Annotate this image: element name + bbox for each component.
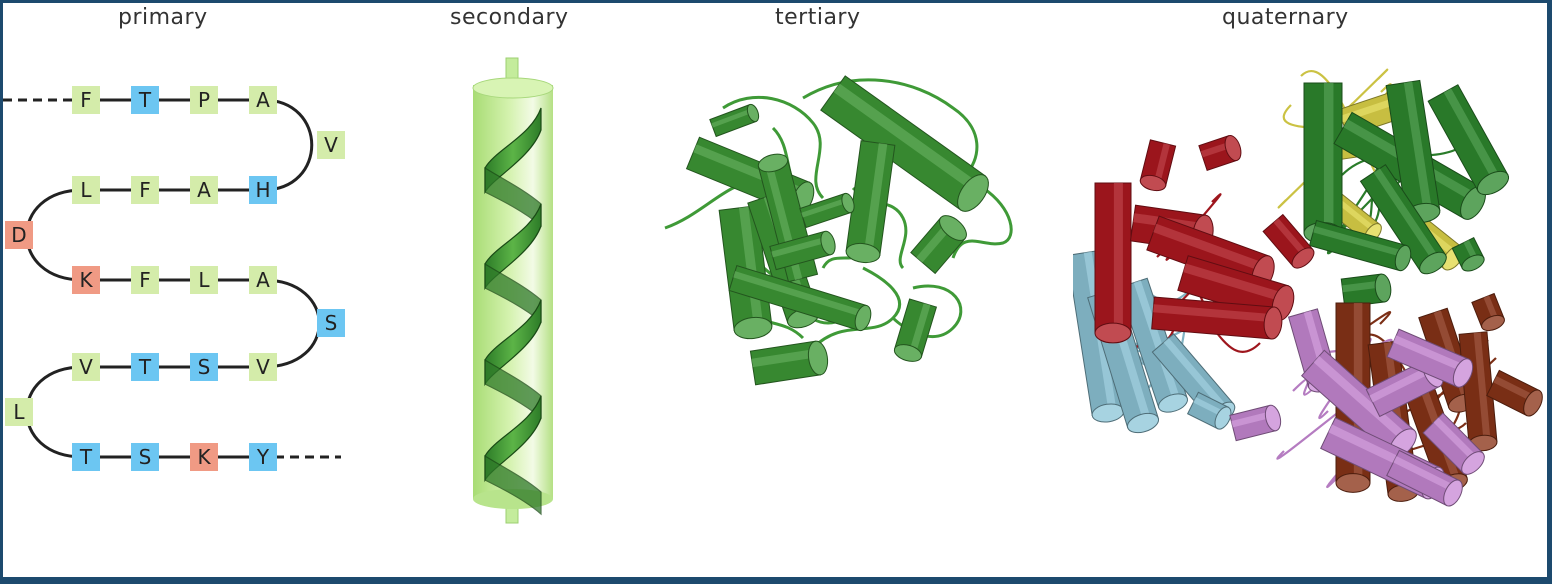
quaternary-helix-8 [1427, 84, 1510, 196]
residue-label: F [139, 178, 151, 202]
quaternary-helix-12 [1451, 236, 1485, 272]
residue-label: F [80, 88, 92, 112]
figure-frame: primary secondary tertiary quaternary F T… [3, 3, 1547, 577]
tertiary-loop [811, 266, 901, 350]
quaternary-helix-32 [1471, 292, 1505, 332]
residue-2-1: V [317, 131, 345, 159]
tertiary-loop [951, 186, 1013, 259]
residue-label: S [139, 445, 152, 469]
tertiary-helices [685, 75, 989, 386]
quaternary-helix-40 [1229, 404, 1282, 442]
quaternary-helix-39 [1422, 412, 1485, 475]
residue-label: L [80, 178, 92, 202]
quaternary-helix-38 [1386, 328, 1474, 388]
residue-7-2: T [131, 353, 159, 381]
residue-7-4: V [249, 353, 277, 381]
residue-label: T [138, 355, 152, 379]
quaternary-helix-31 [1486, 369, 1543, 417]
primary-structure-diagram: F T P A V L F A H D K F L A S V T S V L T S K Y [3, 86, 345, 471]
tertiary-structure-diagram [664, 75, 1013, 386]
quaternary-helix-37 [1386, 449, 1463, 507]
tertiary-helix-11 [799, 192, 855, 229]
tertiary-helix-13 [709, 103, 760, 138]
residue-label: P [198, 88, 210, 112]
residue-9-3: K [190, 443, 218, 471]
residue-label: K [79, 268, 93, 292]
residue-7-3: S [190, 353, 218, 381]
tertiary-helix-9 [893, 298, 938, 362]
helix-tube-top [472, 77, 554, 99]
residue-3-2: F [131, 176, 159, 204]
primary-title: primary [118, 5, 208, 30]
residue-7-1: V [72, 353, 100, 381]
residue-3-1: L [72, 176, 100, 204]
quaternary-helix-23 [1139, 139, 1177, 192]
residue-label: T [79, 445, 93, 469]
quaternary-helix-9 [1359, 163, 1447, 275]
quaternary-structure-diagram [1073, 68, 1543, 507]
tertiary-helix-6 [845, 140, 896, 264]
residue-1-1: F [72, 86, 100, 114]
primary-backbone [3, 98, 341, 459]
residue-label: S [325, 311, 338, 335]
quaternary-title: quaternary [1222, 5, 1349, 30]
residue-label: V [256, 355, 270, 379]
residue-label: L [13, 400, 25, 424]
quaternary-helix-22 [1151, 296, 1283, 340]
residue-label: T [138, 88, 152, 112]
residue-label: A [256, 268, 270, 292]
residue-label: F [139, 268, 151, 292]
secondary-structure-diagram [472, 57, 554, 524]
residue-4-1: D [5, 221, 33, 249]
quaternary-loop [1292, 377, 1321, 396]
quaternary-helix-18 [1094, 182, 1132, 344]
secondary-title: secondary [450, 5, 569, 30]
residue-3-3: A [190, 176, 218, 204]
tertiary-helix-5 [820, 75, 989, 212]
tertiary-helix-8 [910, 215, 967, 275]
residue-label: L [198, 268, 210, 292]
residue-1-3: P [190, 86, 218, 114]
residue-9-4: Y [249, 443, 277, 471]
tertiary-loop [722, 95, 825, 200]
tertiary-helix-7 [728, 264, 872, 332]
quaternary-helix-10 [1308, 219, 1412, 272]
residue-label: A [256, 88, 270, 112]
residue-5-3: L [190, 266, 218, 294]
residue-label: A [197, 178, 211, 202]
quaternary-helices [1073, 79, 1543, 507]
residue-5-2: F [131, 266, 159, 294]
quaternary-helix-24 [1198, 134, 1242, 171]
residue-label: S [198, 355, 211, 379]
residue-5-1: K [72, 266, 100, 294]
residue-8-1: L [5, 398, 33, 426]
tertiary-helix-10 [749, 340, 829, 386]
quaternary-helix-25 [1262, 213, 1315, 269]
residue-label: D [11, 223, 26, 247]
tertiary-helix-12 [769, 230, 836, 271]
tertiary-title: tertiary [775, 5, 861, 30]
residue-1-4: A [249, 86, 277, 114]
residue-label: V [324, 133, 338, 157]
primary-residues: F T P A V L F A H D K F L A S V T S V L T S K Y [5, 86, 345, 471]
residue-1-2: T [131, 86, 159, 114]
residue-label: Y [256, 445, 270, 469]
quaternary-helix-21 [1177, 255, 1295, 321]
residue-9-1: T [72, 443, 100, 471]
residue-6-1: S [317, 309, 345, 337]
residue-9-2: S [131, 443, 159, 471]
quaternary-helix-11 [1340, 273, 1392, 308]
quaternary-helix-17 [1186, 391, 1232, 430]
quaternary-helix-5 [1303, 82, 1343, 244]
helix-ribbon [484, 107, 542, 516]
residue-label: K [197, 445, 211, 469]
residue-5-4: A [249, 266, 277, 294]
residue-label: V [79, 355, 93, 379]
residue-3-4: H [249, 176, 277, 204]
residue-label: H [255, 178, 270, 202]
